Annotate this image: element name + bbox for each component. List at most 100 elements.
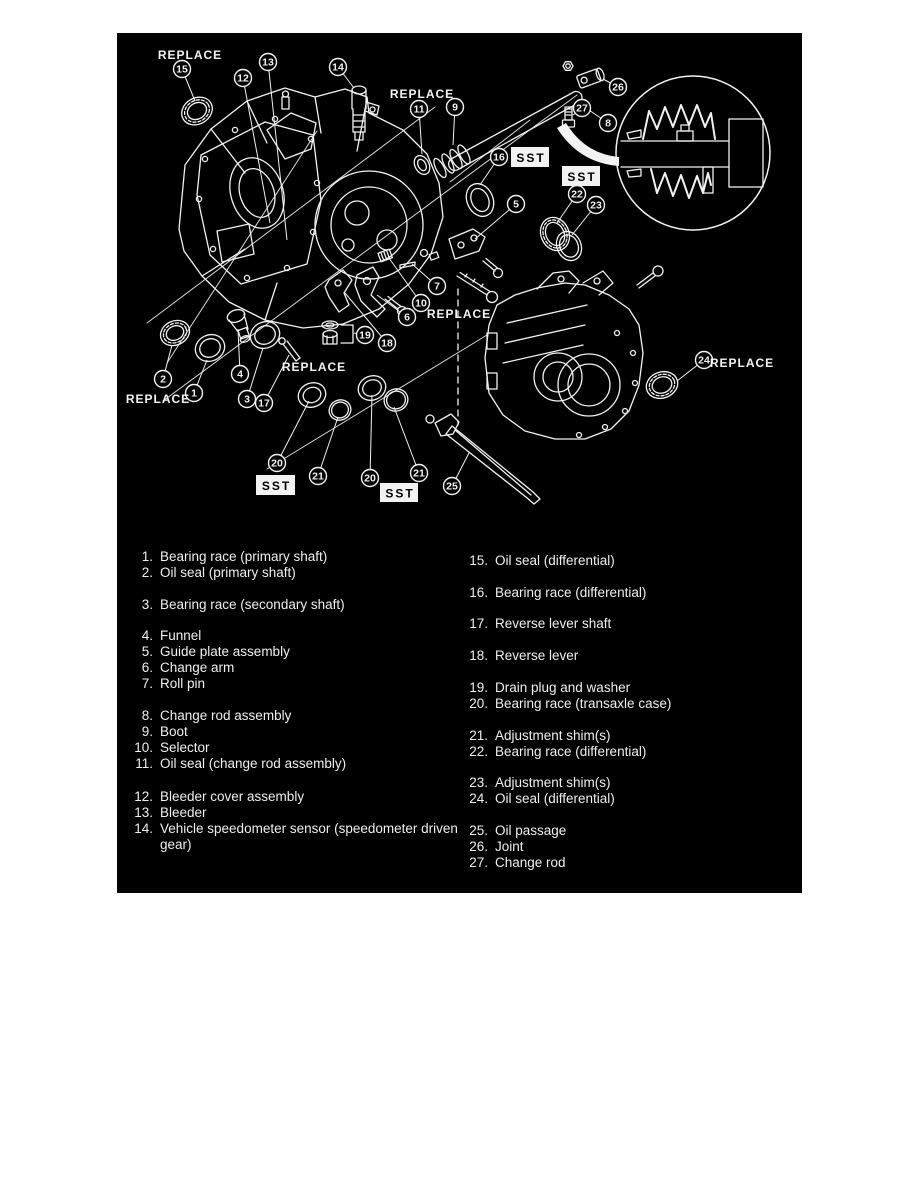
callout-number: 26 [612,82,624,94]
part-item: 17.Reverse lever shaft [462,616,784,632]
callout-number: 8 [605,118,611,130]
part-item: 16. Bearing race (differential) [462,585,784,601]
part-item: 3.Bearing race (secondary shaft) [127,597,459,613]
callout-20: 20 [267,453,287,473]
callout-number: 27 [576,103,588,115]
callout-number: 23 [590,200,602,212]
parts-list-group: 15.Oil seal (differential) [462,553,784,569]
callout-15: 15 [172,59,192,79]
part-item: 14.Vehicle speedometer sensor (speedomet… [127,821,459,853]
callout-11: 11 [409,99,429,119]
part-label: Oil passage [495,823,567,838]
part-label: Bearing race (primary shaft) [160,549,328,564]
callout-26: 26 [608,77,628,97]
part-number: 26. [469,839,488,854]
parts-list-group: 16. Bearing race (differential) [462,585,784,601]
axis-lines [146,94,578,470]
callout-25: 25 [442,476,462,496]
part-label: Oil seal (change rod assembly) [160,756,347,771]
races-and-shims-drawing [297,375,409,421]
callout-5: 5 [506,194,526,214]
part-number: 4. [141,628,153,643]
part-label: Bleeder cover assembly [160,789,305,804]
callout-10: 10 [411,293,431,313]
callout-8: 8 [598,113,618,133]
part-number: 2. [141,565,153,580]
sst-text: SST [567,170,596,184]
callout-3: 3 [237,389,257,409]
replace-label: REPLACE [710,356,774,370]
part-label: Adjustment shim(s) [495,775,611,790]
part-number: 21. [469,728,488,743]
part-item: 21.Adjustment shim(s) [462,728,784,744]
callout-21: 21 [409,463,429,483]
part-number: 6. [141,660,153,675]
part-label: Boot [160,724,188,739]
part-label: Drain plug and washer [495,680,631,695]
callout-number: 5 [513,199,519,211]
part-number: 18. [469,648,488,663]
part-label: Reverse lever [495,648,579,663]
boot-and-seal-drawing [413,144,471,179]
part-number: 19. [469,680,488,695]
part-label: Bearing race (differential) [495,585,647,600]
callout-number: 20 [364,473,376,485]
callout-16: 16 [489,147,509,167]
callout-23: 23 [586,195,606,215]
part-label: Change rod assembly [160,708,292,723]
part-item: 19. Drain plug and washer [462,680,784,696]
inset-pointer-swoosh [557,123,619,166]
part-number: 12. [134,789,153,804]
sst-label: SST [256,475,295,495]
callout-number: 17 [258,398,270,410]
callout-number: 1 [191,388,197,400]
primary-shaft-parts-drawing [159,308,301,363]
callout-21: 21 [308,466,328,486]
boot-inset-drawing [615,75,771,231]
part-label: Vehicle speedometer sensor (speedometer … [160,821,458,852]
transaxle-case-drawing [484,265,664,440]
callout-19: 19 [355,325,375,345]
callout-number: 14 [332,62,344,74]
replace-label: REPLACE [158,48,222,62]
parts-list-group: 23.Adjustment shim(s)24.Oil seal (differ… [462,775,784,807]
speedometer-sensor-drawing [351,85,380,141]
part-number: 16. [469,585,488,600]
callout-13: 13 [258,52,278,72]
callout-number: 7 [434,281,440,293]
part-label: Bearing race (transaxle case) [495,696,672,711]
parts-list-group: 17.Reverse lever shaft [462,616,784,632]
callout-17: 17 [254,393,274,413]
callout-number: 3 [244,394,250,406]
parts-list-group: 1. Bearing race (primary shaft) 2. Oil seal… [127,549,459,581]
part-item: 12. Bleeder cover assembly [127,789,459,805]
clutch-housing-drawing [178,87,444,329]
part-number: 20. [469,696,488,711]
callout-number: 2 [160,374,166,386]
callout-6: 6 [397,307,417,327]
callout-number: 18 [381,338,393,350]
part-item: 9.Boot [127,724,459,740]
part-label: Oil seal (primary shaft) [160,565,296,580]
parts-list-left-column: 1. Bearing race (primary shaft) 2. Oil seal… [127,33,459,893]
part-number: 7. [141,676,153,691]
part-number: 5. [141,644,153,659]
sst-text: SST [516,151,545,165]
part-item: 6.Change arm [127,660,459,676]
parts-list-group: 21.Adjustment shim(s)22.Bearing race (di… [462,728,784,760]
part-number: 1. [141,549,153,564]
callout-number: 6 [404,312,410,324]
part-number: 15. [469,553,488,568]
callout-number: 25 [446,481,458,493]
part-label: Selector [160,740,210,755]
part-label: Oil seal (differential) [495,791,615,806]
sst-label: SST [511,147,549,167]
callout-number: 21 [413,468,425,480]
parts-list-group: 3.Bearing race (secondary shaft) [127,597,459,613]
